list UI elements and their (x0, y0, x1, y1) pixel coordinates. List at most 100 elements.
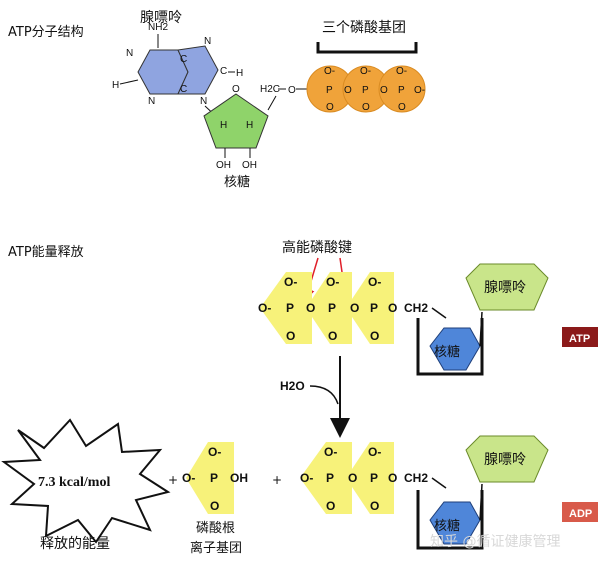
phosphate-ion-label-2: 离子基团 (190, 540, 242, 556)
adp-ribose-frame (416, 490, 484, 550)
atp-o-up2: O- (326, 275, 339, 289)
atom-o-dn1: O (326, 102, 334, 113)
atp-adenine-label: 腺嘌呤 (484, 280, 526, 296)
adp-badge (562, 502, 598, 522)
watermark-text: 知乎 @循证健康管理 (430, 533, 560, 550)
atom-o-b1: O (344, 85, 352, 96)
adp-o-end: O- (300, 471, 313, 485)
atp-bond-ribose-adenine (479, 311, 483, 347)
atom-h-r2: H (246, 120, 253, 131)
adp-o-link: O (388, 471, 397, 485)
water-label: H2O (280, 379, 305, 393)
adp-bond-ribose-adenine (479, 483, 483, 521)
atp-o-link: O (388, 301, 397, 315)
atom-o-up2: O- (360, 66, 371, 77)
section-title-release: ATP能量释放 (8, 245, 84, 260)
atp-o-dn1: O (286, 329, 295, 343)
high-energy-bond-label: 高能磷酸键 (282, 239, 352, 256)
atom-p2: P (362, 85, 369, 96)
section-title-structure: ATP分子结构 (8, 25, 84, 40)
water-join-arrow (309, 385, 339, 405)
atom-o-up3: O- (396, 66, 407, 77)
adp-ribose-label: 核糖 (434, 518, 460, 534)
atp-adenine (465, 263, 549, 311)
adp-badge-text: ADP (569, 508, 592, 520)
adp-adenine (465, 435, 549, 483)
plus-1: + (168, 473, 178, 487)
atp-phosphate-3 (346, 272, 394, 344)
atp-badge (562, 327, 598, 347)
phosphate-ball-3 (378, 65, 426, 113)
atom-c2: C (180, 84, 187, 95)
atp-o-up1: O- (284, 275, 297, 289)
plus-2: + (272, 473, 282, 487)
adp-o-dn1: O (326, 499, 335, 513)
atp-p3: P (370, 301, 378, 315)
atom-h2c: H2C (260, 84, 280, 95)
atom-p1: P (326, 85, 333, 96)
atp-o-dn2: O (328, 329, 337, 343)
atom-o-up1: O- (324, 66, 335, 77)
adp-bond-ch2-ribose (431, 477, 447, 489)
atp-p2: P (328, 301, 336, 315)
ion-o-up: O- (208, 445, 221, 459)
atom-o-dn2: O (362, 102, 370, 113)
adp-adenine-label: 腺嘌呤 (484, 452, 526, 468)
ion-o-dn: O (210, 499, 219, 513)
atom-o-b2: O (380, 85, 388, 96)
ion-oh: OH (230, 471, 248, 485)
atom-n3: N (204, 36, 211, 47)
phosphate-ion (186, 442, 234, 514)
atp-phosphate-2 (306, 272, 352, 344)
atp-o-up3: O- (368, 275, 381, 289)
adp-o-up1: O- (324, 445, 337, 459)
atp-o-dn3: O (370, 329, 379, 343)
adp-o-b1: O (348, 471, 357, 485)
adp-p1: P (326, 471, 334, 485)
atom-h1: H (112, 80, 119, 91)
atom-oh1: OH (216, 160, 231, 171)
phosphate-ion-label-1: 磷酸根 (196, 521, 235, 536)
atp-o-end: O- (258, 301, 271, 315)
adp-o-up2: O- (368, 445, 381, 459)
adp-phosphate-1 (300, 442, 352, 514)
atp-o-b1: O (306, 301, 315, 315)
energy-value: 7.3 kcal/mol (38, 475, 110, 490)
atp-ribose-label: 核糖 (434, 344, 460, 360)
ribose-ring-top (203, 93, 269, 149)
atp-badge-text: ATP (569, 333, 590, 345)
adp-p2: P (370, 471, 378, 485)
energy-label: 释放的能量 (40, 536, 110, 552)
atom-nh2: NH2 (148, 22, 168, 33)
atom-n1: N (126, 48, 133, 59)
adp-o-dn2: O (370, 499, 379, 513)
atom-o-link: O (288, 85, 296, 96)
ribose-label-top: 核糖 (224, 174, 250, 190)
atom-o-ribose: O (232, 84, 240, 95)
phosphate-bracket (316, 42, 418, 54)
atom-oh2: OH (242, 160, 257, 171)
bond-h1 (119, 79, 139, 85)
ion-o-minus: O- (182, 471, 195, 485)
atom-o-dn3: O (398, 102, 406, 113)
atom-h-r1: H (220, 120, 227, 131)
atp-o-b2: O (350, 301, 359, 315)
atom-n2: N (148, 96, 155, 107)
atp-ribose-frame (416, 318, 484, 376)
atom-c1: C (180, 54, 187, 65)
atom-n4: N (200, 96, 207, 107)
phosphate-group-label: 三个磷酸基团 (322, 19, 406, 36)
atp-bond-ch2-ribose (431, 307, 447, 319)
atp-phosphate-1 (260, 272, 312, 344)
adp-ch2: CH2 (404, 471, 428, 485)
adenine-label-top: 腺嘌呤 (140, 10, 182, 26)
atom-c3: C (220, 66, 227, 77)
atp-p1: P (286, 301, 294, 315)
atom-h2: H (236, 68, 243, 79)
adp-phosphate-2 (346, 442, 394, 514)
ion-p: P (210, 471, 218, 485)
atom-p3: P (398, 85, 405, 96)
energy-starburst (1, 418, 171, 544)
